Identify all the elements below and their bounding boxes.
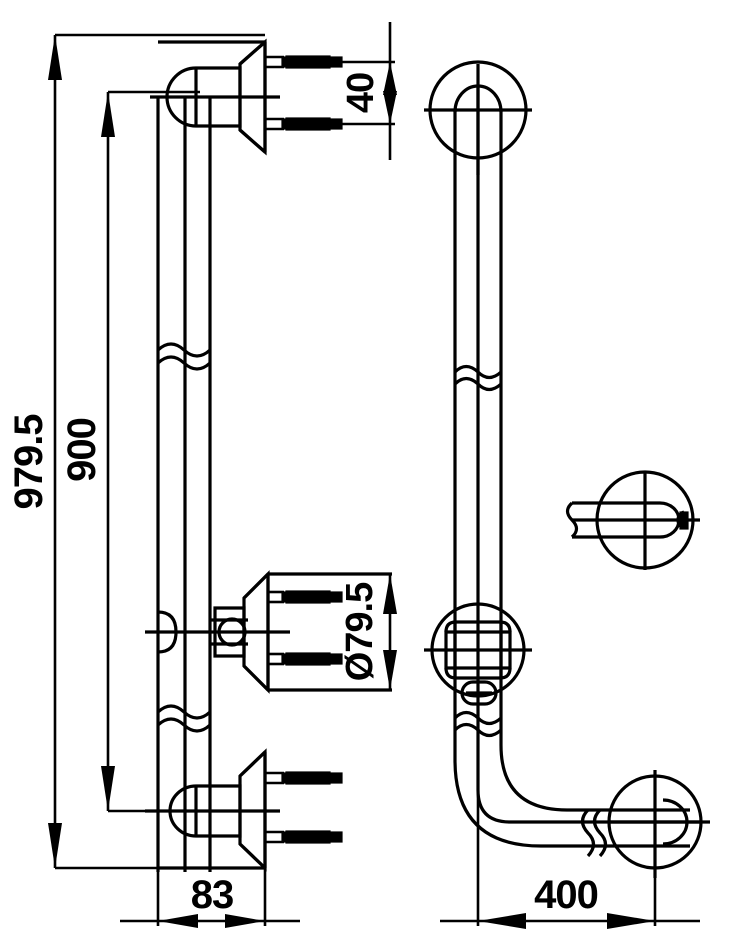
dimension-979-5: 979.5 bbox=[7, 33, 265, 870]
top-flange-assembly bbox=[150, 38, 280, 872]
dimension-label-400: 400 bbox=[534, 873, 598, 917]
end-flange-front bbox=[607, 770, 710, 878]
dimension-label-40: 40 bbox=[340, 73, 382, 113]
front-bar-break-upper bbox=[453, 364, 503, 392]
dimension-label-diameter-79-5: Ø79.5 bbox=[339, 582, 381, 681]
dimension-label-83: 83 bbox=[191, 873, 234, 917]
top-screw-upper bbox=[266, 55, 343, 69]
top-screw-lower bbox=[266, 117, 343, 131]
dimension-label-979-5: 979.5 bbox=[7, 414, 51, 510]
bottom-screw-upper bbox=[266, 771, 343, 785]
center-screw-upper bbox=[269, 590, 343, 604]
dimension-label-900: 900 bbox=[60, 418, 104, 482]
bar-break-lower bbox=[156, 704, 212, 733]
center-flange-front bbox=[424, 602, 532, 706]
bottom-screw-lower bbox=[266, 830, 343, 844]
dimension-900: 900 bbox=[60, 90, 200, 813]
bar-break-upper bbox=[156, 342, 212, 371]
dimension-400: 400 bbox=[440, 790, 700, 929]
dimension-40: 40 bbox=[340, 22, 397, 160]
front-view bbox=[424, 60, 710, 878]
center-flange-assembly bbox=[145, 570, 392, 694]
dimension-diameter-79-5: Ø79.5 bbox=[339, 574, 397, 690]
front-bar-break-lower bbox=[453, 710, 503, 738]
dimension-83: 83 bbox=[120, 868, 300, 928]
center-screw-lower bbox=[269, 652, 343, 666]
detail-view bbox=[565, 470, 700, 570]
side-view bbox=[145, 38, 392, 872]
